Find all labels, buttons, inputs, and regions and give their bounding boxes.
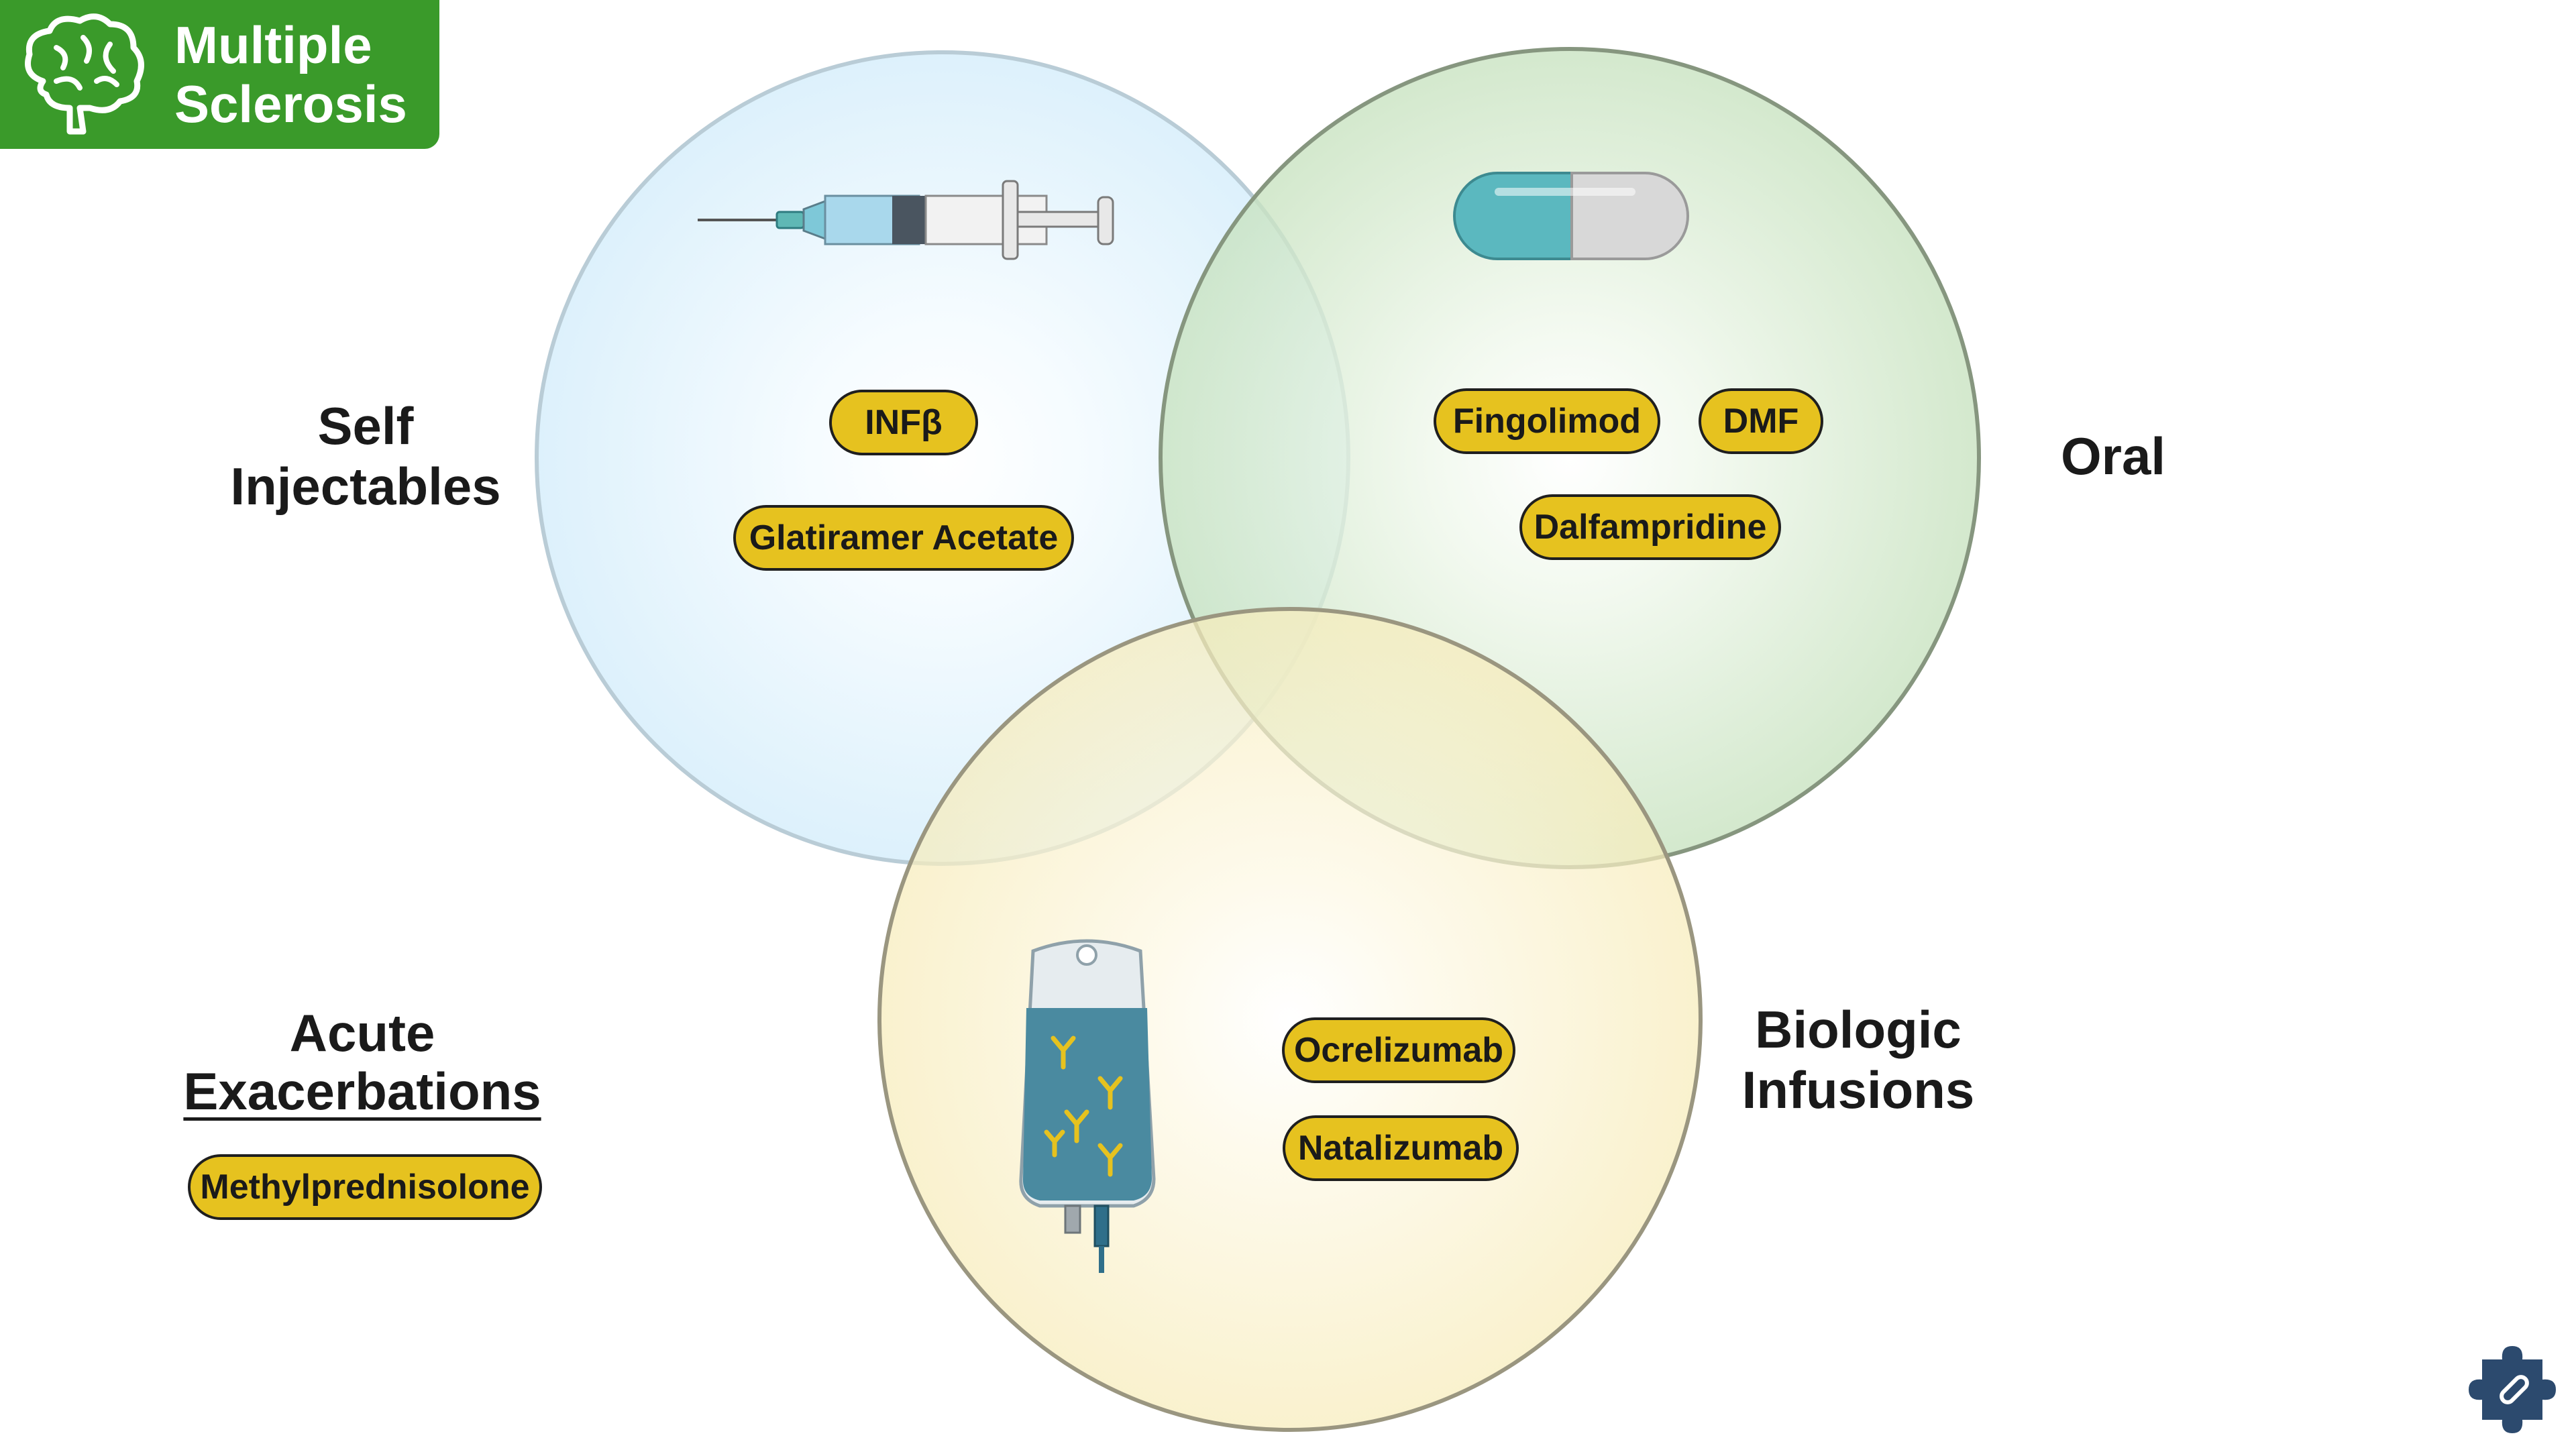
- acute-label: Acute: [289, 1003, 435, 1062]
- oral-label: Oral: [2060, 427, 2166, 486]
- drug-pill-dalfampridine: Dalfampridine: [1519, 494, 1781, 560]
- drug-pill-ocrelizumab: Ocrelizumab: [1282, 1017, 1515, 1083]
- header-title: Multiple Sclerosis: [174, 15, 407, 133]
- drug-pill-infb: INFβ: [829, 390, 978, 455]
- biologic-infusions-circle: [877, 607, 1703, 1432]
- biologic-infusions-label: Biologic Infusions: [1741, 1000, 1975, 1119]
- iv-bag-icon: [1019, 939, 1156, 1273]
- drug-pill-dmf: DMF: [1699, 388, 1823, 454]
- capsule-icon: [1453, 172, 1689, 260]
- header-badge: Multiple Sclerosis: [0, 0, 439, 149]
- drug-pill-natalizumab: Natalizumab: [1283, 1115, 1519, 1181]
- syringe-icon: [698, 180, 1114, 260]
- exacerbations-label: Exacerbations: [183, 1062, 541, 1121]
- drug-pill-methylprednisolone: Methylprednisolone: [188, 1154, 542, 1220]
- self-injectables-label: Self Injectables: [230, 396, 501, 516]
- brain-icon: [25, 13, 144, 135]
- puzzle-logo-icon: [2469, 1346, 2556, 1433]
- drug-pill-glatiramer-acetate: Glatiramer Acetate: [733, 505, 1074, 571]
- drug-pill-fingolimod: Fingolimod: [1434, 388, 1660, 454]
